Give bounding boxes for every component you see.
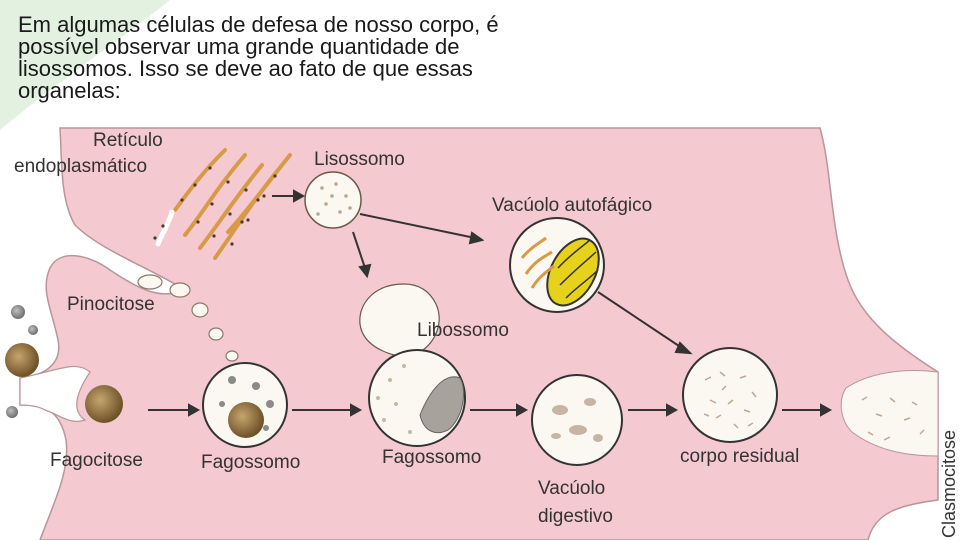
pinocytosis-vesicle bbox=[208, 327, 224, 341]
pinocytosis-vesicle bbox=[225, 350, 239, 362]
label-corpo-residual: corpo residual bbox=[680, 446, 799, 467]
external-particle-small bbox=[6, 406, 18, 418]
label-lisossomo: Lisossomo bbox=[314, 149, 405, 170]
digested-particle bbox=[419, 376, 464, 434]
exocytosis-opening bbox=[840, 370, 939, 457]
label-fagocitose: Fagocitose bbox=[50, 450, 143, 471]
lysosome bbox=[304, 171, 362, 229]
digestive-vacuole bbox=[531, 374, 623, 466]
mitochondria-cristae bbox=[557, 239, 599, 299]
label-fagossomo-2: Fagossomo bbox=[382, 447, 481, 468]
label-vacuolo-autofagico: Vacúolo autofágico bbox=[492, 195, 652, 216]
decorative-blob bbox=[0, 0, 170, 130]
question-text: Em algumas células de defesa de nosso co… bbox=[18, 12, 499, 103]
er-fragment bbox=[520, 236, 555, 289]
pinocytosis-vesicle bbox=[169, 282, 191, 298]
label-libossomo: Libossomo bbox=[417, 320, 509, 341]
residual-debris bbox=[703, 371, 757, 429]
label-reticulo-line1: Retículo bbox=[93, 130, 163, 151]
phagosome-droplets bbox=[219, 376, 274, 431]
ribosome-dots bbox=[153, 166, 277, 246]
label-fagossomo-1: Fagossomo bbox=[201, 452, 300, 473]
label-vacuolo-digestivo-line2: digestivo bbox=[538, 506, 613, 527]
phagocytosis-pocket bbox=[19, 365, 91, 422]
phagosome-particle bbox=[228, 402, 264, 438]
external-particle-small bbox=[28, 325, 38, 335]
label-reticulo-line2: endoplasmático bbox=[14, 156, 147, 177]
pinocytosis-vesicle bbox=[191, 302, 209, 318]
residual-body bbox=[682, 347, 778, 443]
label-pinocitose: Pinocitose bbox=[67, 294, 155, 315]
label-clasmocitose: Clasmocitose bbox=[939, 430, 959, 538]
pinocytosis-vesicle bbox=[137, 274, 163, 290]
lysosome-enzymes bbox=[316, 182, 352, 216]
phagosome-enzymes bbox=[376, 364, 412, 434]
external-particle-small bbox=[11, 305, 25, 319]
process-arrows bbox=[148, 189, 833, 417]
external-particle bbox=[5, 343, 39, 377]
engulfed-particle bbox=[85, 385, 123, 423]
label-vacuolo-digestivo-line1: Vacúolo bbox=[538, 478, 605, 499]
digestive-fragments bbox=[551, 398, 603, 442]
endoplasmic-reticulum bbox=[155, 148, 292, 260]
released-debris bbox=[861, 396, 925, 441]
